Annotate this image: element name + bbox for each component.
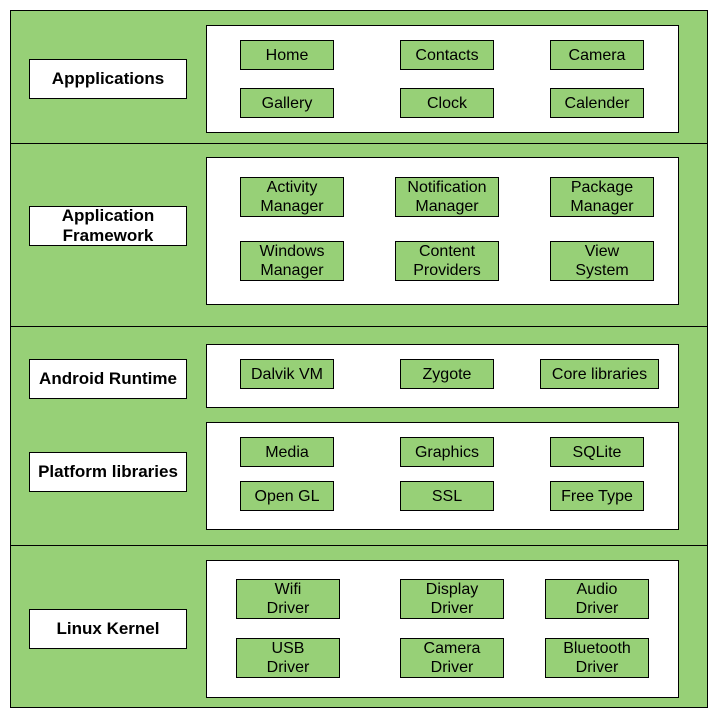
framework-activity-manager: Activity Manager	[240, 177, 344, 217]
kernel-wifi-driver: Wifi Driver	[236, 579, 340, 619]
kernel-usb-driver: USB Driver	[236, 638, 340, 678]
kernel-display-driver: Display Driver	[400, 579, 504, 619]
app-clock: Clock	[400, 88, 494, 118]
app-contacts: Contacts	[400, 40, 494, 70]
framework-package-manager: Package Manager	[550, 177, 654, 217]
platform-graphics: Graphics	[400, 437, 494, 467]
app-home: Home	[240, 40, 334, 70]
framework-view-system: View System	[550, 241, 654, 281]
applications-label: Appplications	[29, 59, 187, 99]
app-calender: Calender	[550, 88, 644, 118]
framework-notification-manager: Notification Manager	[395, 177, 499, 217]
runtime-core-libraries: Core libraries	[540, 359, 659, 389]
app-camera: Camera	[550, 40, 644, 70]
kernel-camera-driver: Camera Driver	[400, 638, 504, 678]
platform-media: Media	[240, 437, 334, 467]
platform-open-gl: Open GL	[240, 481, 334, 511]
runtime-dalvik-vm: Dalvik VM	[240, 359, 334, 389]
runtime-label: Android Runtime	[29, 359, 187, 399]
platform-sqlite: SQLite	[550, 437, 644, 467]
platform-ssl: SSL	[400, 481, 494, 511]
runtime-zygote: Zygote	[400, 359, 494, 389]
app-gallery: Gallery	[240, 88, 334, 118]
framework-label: Application Framework	[29, 206, 187, 246]
kernel-label: Linux Kernel	[29, 609, 187, 649]
kernel-bluetooth-driver: Bluetooth Driver	[545, 638, 649, 678]
platform-free-type: Free Type	[550, 481, 644, 511]
framework-windows-manager: Windows Manager	[240, 241, 344, 281]
framework-content-providers: Content Providers	[395, 241, 499, 281]
kernel-audio-driver: Audio Driver	[545, 579, 649, 619]
platform-label: Platform libraries	[29, 452, 187, 492]
